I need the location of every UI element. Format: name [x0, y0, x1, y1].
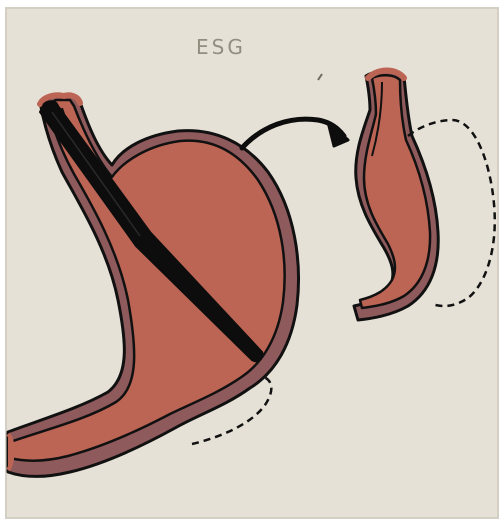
diagram-title: ESG [196, 35, 246, 59]
duodenum-exit [8, 434, 13, 470]
